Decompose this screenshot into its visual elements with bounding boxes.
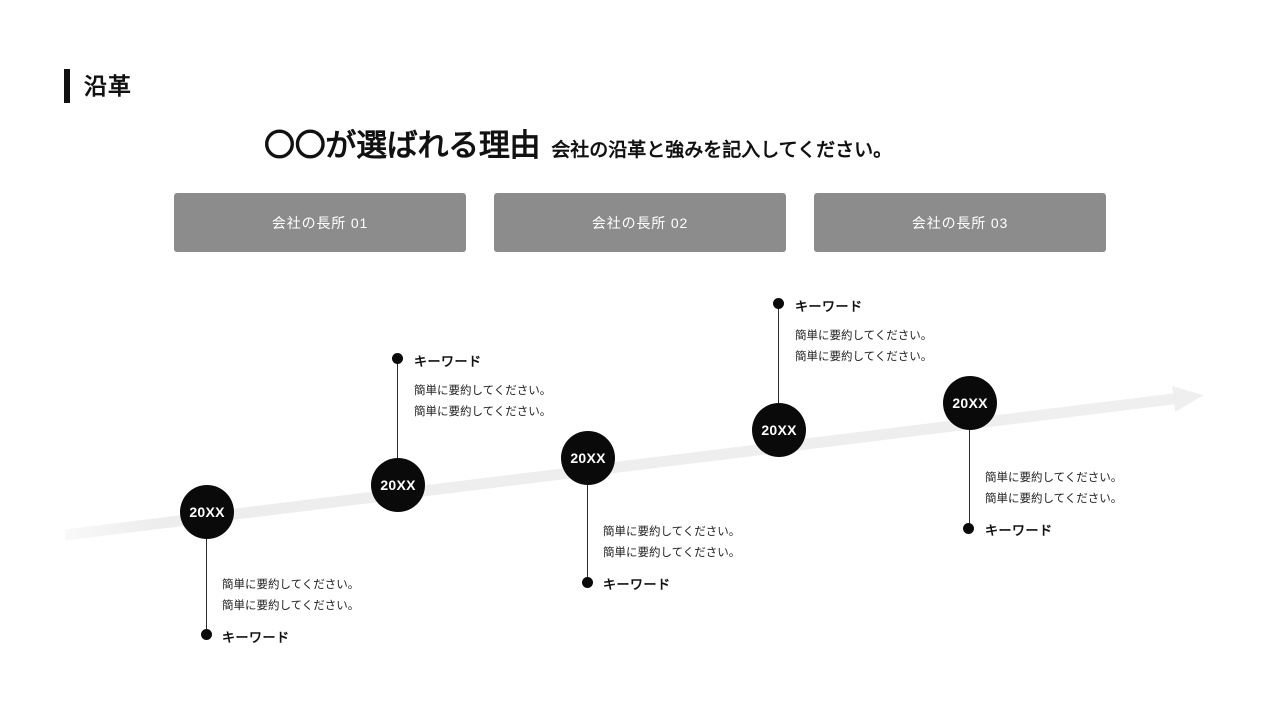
strength-box-2[interactable]: 会社の長所 02: [494, 193, 786, 252]
timeline-node-2-description: 簡単に要約してください。 簡単に要約してください。: [414, 381, 551, 424]
timeline-node-2-dot-icon: [392, 353, 403, 364]
accent-bar-icon: [64, 69, 70, 103]
timeline-node-2-stem: [397, 360, 398, 470]
timeline-node-5-year: 20XX: [952, 395, 988, 411]
timeline-node-4-year: 20XX: [761, 422, 797, 438]
timeline-node-4-desc-line-2: 簡単に要約してください。: [795, 351, 933, 364]
timeline-node-2-keyword: キーワード: [414, 354, 482, 369]
timeline-node-5-year-marker[interactable]: 20XX: [943, 376, 997, 430]
timeline-node-4-stem: [778, 305, 779, 417]
timeline-node-1-description: 簡単に要約してください。 簡単に要約してください。: [222, 575, 359, 618]
timeline-node-1-desc-line-2: 簡単に要約してください。: [222, 600, 360, 613]
timeline-node-5-dot-icon: [963, 523, 974, 534]
timeline-node-1-stem: [206, 538, 207, 632]
strength-box-group: 会社の長所 01 会社の長所 02 会社の長所 03: [174, 193, 1106, 252]
timeline-node-1-year: 20XX: [189, 504, 225, 520]
timeline-node-2-year-marker[interactable]: 20XX: [371, 458, 425, 512]
timeline-node-3-keyword: キーワード: [603, 577, 671, 592]
strength-box-2-label: 会社の長所 02: [591, 214, 689, 231]
sub-heading: 会社の沿革と強みを記入してください。: [551, 140, 893, 161]
timeline-node-5-desc-line-1: 簡単に要約してください。: [985, 472, 1123, 484]
timeline-node-3-desc-line-1: 簡単に要約してください。: [603, 526, 741, 538]
timeline-node-4-desc-line-1: 簡単に要約してください。: [795, 330, 933, 342]
timeline-node-3-stem: [587, 484, 588, 581]
timeline-node-1-dot-icon: [201, 629, 212, 640]
timeline-node-4-keyword: キーワード: [795, 299, 863, 314]
main-heading: 〇〇が選ばれる理由: [264, 128, 541, 163]
timeline-node-1-year-marker[interactable]: 20XX: [180, 485, 234, 539]
strength-box-3-label: 会社の長所 03: [911, 214, 1009, 231]
timeline-node-2-desc-line-2: 簡単に要約してください。: [414, 406, 552, 419]
strength-box-1[interactable]: 会社の長所 01: [174, 193, 466, 252]
timeline-node-5-keyword: キーワード: [985, 523, 1053, 538]
timeline-node-3-dot-icon: [582, 577, 593, 588]
timeline-node-5-desc-line-2: 簡単に要約してください。: [985, 493, 1123, 506]
timeline-node-4-dot-icon: [773, 298, 784, 309]
timeline-node-4-year-marker[interactable]: 20XX: [752, 403, 806, 457]
timeline-node-3-year: 20XX: [570, 450, 606, 466]
timeline-node-2-year: 20XX: [380, 477, 416, 493]
timeline-node-5-stem: [969, 429, 970, 528]
timeline-node-1-keyword: キーワード: [222, 630, 290, 645]
title-row: 〇〇が選ばれる理由 会社の沿革と強みを記入してください。: [264, 130, 892, 161]
timeline-node-3-desc-line-2: 簡単に要約してください。: [603, 547, 741, 560]
page-title: 沿革: [84, 72, 132, 99]
strength-box-3[interactable]: 会社の長所 03: [814, 193, 1106, 252]
timeline-node-3-year-marker[interactable]: 20XX: [561, 431, 615, 485]
strength-box-1-label: 会社の長所 01: [271, 214, 369, 231]
section-header: 沿革: [64, 66, 132, 106]
timeline-node-3-description: 簡単に要約してください。 簡単に要約してください。: [603, 522, 740, 565]
timeline-node-4-description: 簡単に要約してください。 簡単に要約してください。: [795, 326, 932, 369]
timeline-node-2-desc-line-1: 簡単に要約してください。: [414, 385, 552, 397]
timeline-node-1-desc-line-1: 簡単に要約してください。: [222, 579, 360, 591]
timeline-node-5-description: 簡単に要約してください。 簡単に要約してください。: [985, 468, 1122, 511]
